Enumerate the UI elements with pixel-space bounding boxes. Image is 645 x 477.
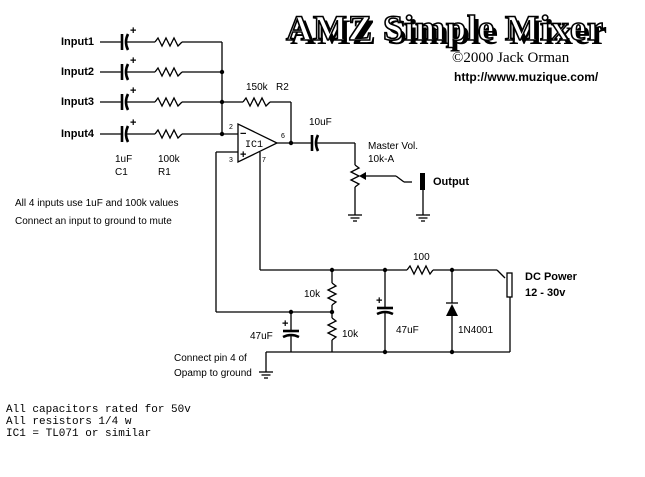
pot-value: 10k-A — [368, 154, 394, 165]
input-label-4: Input4 — [61, 128, 95, 140]
bias-resistor-top — [326, 282, 338, 306]
bias-r-bottom-value: 10k — [342, 329, 359, 340]
note-pin4-b: Opamp to ground — [174, 368, 252, 379]
note-inputs: All 4 inputs use 1uF and 100k values — [15, 198, 178, 209]
feedback-resistor-r2 — [242, 96, 271, 108]
pin-7: 7 — [262, 157, 266, 164]
notes: All 4 inputs use 1uF and 100k values Con… — [15, 198, 252, 379]
master-volume-pot — [349, 164, 361, 188]
svg-text:+: + — [130, 117, 136, 129]
svg-text:+: + — [240, 149, 246, 161]
svg-text:+: + — [130, 25, 136, 37]
filter-cap-value: 47uF — [396, 325, 419, 336]
ground-symbol — [415, 214, 431, 222]
cap-ref: C1 — [115, 167, 128, 178]
output-section: 10uF Master Vol. 10k-A Output — [309, 117, 469, 222]
dc-power-range: 12 - 30v — [525, 287, 566, 299]
svg-text:+: + — [130, 55, 136, 67]
input-resistor-2 — [154, 66, 183, 78]
pin-6: 6 — [281, 133, 285, 140]
opamp-triangle — [237, 122, 279, 164]
pin-2: 2 — [229, 124, 233, 131]
website-url: http://www.muzique.com/ — [454, 70, 599, 84]
svg-text:+: + — [130, 85, 136, 97]
ground-symbol — [258, 371, 274, 379]
input-channels: Input1 + Input2 + Input3 + Input4 — [61, 25, 238, 178]
junction-dot — [219, 69, 225, 75]
output-jack — [420, 173, 425, 190]
input-label-2: Input2 — [61, 66, 94, 78]
input-label-1: Input1 — [61, 36, 94, 48]
bias-network: 10k 10k + 47uF — [216, 270, 359, 379]
feedback-ref: R2 — [276, 82, 289, 93]
power-resistor — [406, 264, 434, 276]
bias-r-top-value: 10k — [304, 289, 321, 300]
cap-value: 1uF — [115, 154, 132, 165]
input-resistor-1 — [154, 36, 183, 48]
output-cap-value: 10uF — [309, 117, 332, 128]
opamp-ref: IC1 — [245, 140, 263, 151]
res-value: 100k — [158, 154, 181, 165]
svg-text:+: + — [282, 318, 288, 330]
dc-jack — [506, 272, 513, 298]
title-block: AMZ Simple Mixer AMZ Simple Mixer ©2000 … — [285, 7, 608, 84]
junction-dot — [382, 349, 388, 355]
footer-line-1: All capacitors rated for 50v — [6, 404, 191, 416]
pot-wiper-arrow — [359, 172, 366, 180]
note-pin4-a: Connect pin 4 of — [174, 353, 247, 364]
power-supply: 100 DC Power 12 - 30v + 47uF 1N4001 — [260, 252, 578, 355]
copyright: ©2000 Jack Orman — [452, 50, 570, 66]
junction-dot — [219, 131, 225, 137]
footer-line-2: All resistors 1/4 w — [6, 416, 132, 428]
junction-dot — [288, 140, 294, 146]
res-ref: R1 — [158, 167, 171, 178]
pot-label: Master Vol. — [368, 141, 418, 152]
bias-resistor-bottom — [326, 317, 338, 341]
title-shadow: AMZ Simple Mixer — [290, 12, 608, 52]
note-mute: Connect an input to ground to mute — [15, 216, 172, 227]
page-title: AMZ Simple Mixer — [286, 8, 604, 48]
footer-notes: All capacitors rated for 50v All resisto… — [6, 404, 191, 440]
svg-text:−: − — [240, 128, 246, 140]
footer-line-3: IC1 = TL071 or similar — [6, 428, 151, 440]
ground-symbol — [347, 214, 363, 222]
bias-cap-value: 47uF — [250, 331, 273, 342]
pin-3: 3 — [229, 157, 233, 164]
svg-text:+: + — [376, 295, 382, 307]
feedback-value: 150k — [246, 82, 269, 93]
diode-label: 1N4001 — [458, 325, 493, 336]
feedback-resistor: 150k R2 — [222, 82, 292, 143]
opamp-ic1: IC1 − + 2 3 6 7 — [215, 122, 311, 312]
dc-power-label: DC Power — [525, 271, 578, 283]
diode-1n4001 — [446, 304, 458, 316]
output-label: Output — [433, 176, 469, 188]
power-resistor-value: 100 — [413, 252, 430, 263]
input-resistor-3 — [154, 96, 183, 108]
input-resistor-4 — [154, 128, 183, 140]
junction-dot — [449, 349, 455, 355]
input-label-3: Input3 — [61, 96, 94, 108]
